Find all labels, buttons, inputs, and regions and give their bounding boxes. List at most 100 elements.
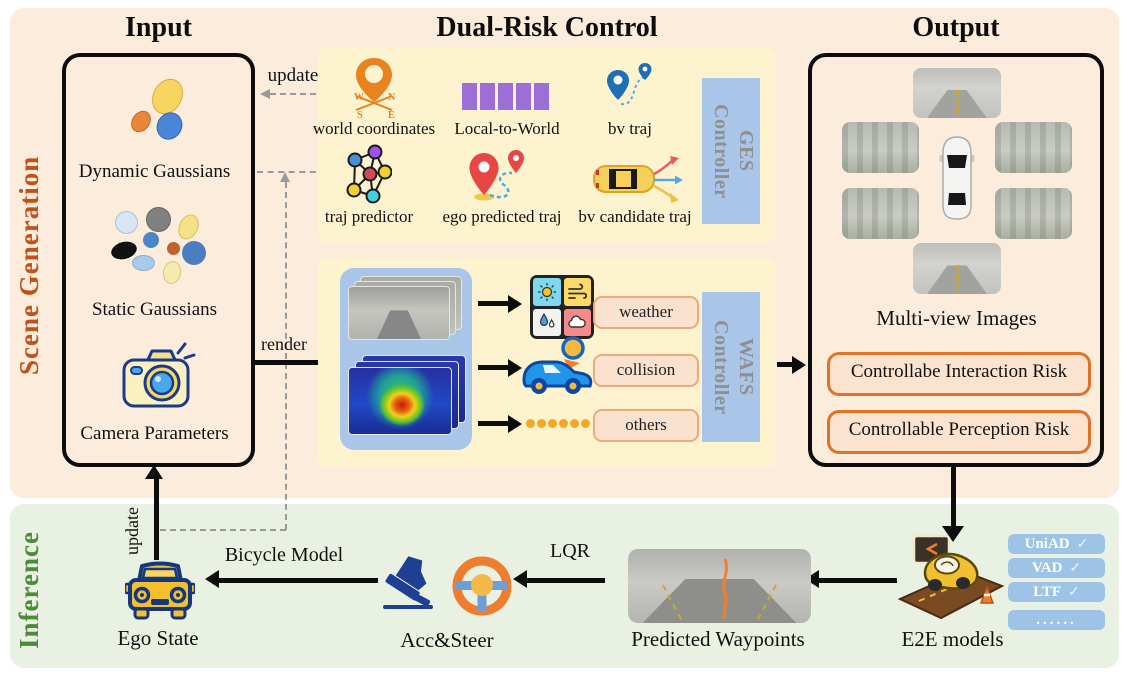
check-icon: ✓: [1076, 536, 1089, 552]
static-gaussians-label: Static Gaussians: [91, 299, 218, 320]
others-dots-icon: [526, 419, 590, 428]
static-gaussian-blob: [143, 232, 159, 248]
camera-parameters-label: Camera Parameters: [80, 423, 229, 444]
output-header: Output: [912, 12, 1000, 43]
badge-label: VAD: [1031, 559, 1063, 576]
arrow-head-left: [513, 570, 527, 588]
badge-label: UniAD: [1024, 535, 1070, 552]
dashed-arrow-worldcoords-to-input: [270, 93, 346, 95]
collision-tag: collision: [593, 354, 699, 387]
arrow-head-left: [205, 570, 219, 588]
lqr-arrow: [527, 578, 605, 583]
local-to-world-icon: [462, 83, 549, 110]
bicycle-model-label: Bicycle Model: [224, 544, 344, 566]
acc-pedal-icon: [383, 556, 433, 609]
purple-block: [462, 83, 477, 110]
e2e-models-icon: [897, 534, 1005, 620]
render-arrow: [253, 360, 326, 365]
arrow-head-right: [508, 415, 522, 433]
multiview-images-label: Multi-view Images: [876, 306, 1037, 330]
dashed-line-egostate-up: [285, 182, 287, 530]
rain-icon: [533, 308, 561, 336]
purple-block: [480, 83, 495, 110]
dynamic-gaussians-label: Dynamic Gaussians: [78, 161, 231, 182]
interaction-risk-box: Controllabe Interaction Risk: [827, 352, 1091, 396]
predicted-waypoints-label: Predicted Waypoints: [631, 627, 805, 651]
perception-risk-box: Controllable Perception Risk: [827, 410, 1091, 454]
multiview-back-left-image: [842, 188, 919, 239]
static-gaussian-blob: [146, 207, 171, 232]
steering-wheel-icon: [452, 556, 512, 616]
wafs-to-output-arrow: [777, 362, 792, 367]
world-coordinates-icon: W N S E: [354, 58, 396, 121]
render-label: render: [261, 334, 307, 354]
dot: [570, 419, 579, 428]
multiview-front-image: [913, 68, 1001, 118]
heatmap-image: [348, 367, 452, 435]
purple-block: [534, 83, 549, 110]
traj-predictor-icon: [346, 144, 392, 204]
ges-controller: GES Controller: [702, 78, 760, 224]
collision-icon: [522, 336, 593, 394]
lqr-label: LQR: [550, 540, 590, 562]
bv-traj-label: bv traj: [608, 119, 652, 138]
badge-label: ......: [1036, 611, 1077, 628]
e2e-to-waypoints-arrow: [819, 578, 897, 583]
multiview-front-right-image: [995, 122, 1072, 173]
bv-traj-icon: [607, 63, 652, 106]
output-box: [808, 53, 1104, 467]
inference-label: Inference: [14, 531, 44, 649]
dashed-head-up: [280, 172, 290, 182]
ges-controller-line2: Controller: [710, 103, 732, 199]
e2e-models-label: E2E models: [901, 627, 1004, 651]
dot: [526, 419, 535, 428]
input-header: Input: [125, 12, 192, 43]
static-gaussian-blob: [115, 211, 138, 234]
multiview-front-left-image: [842, 122, 919, 173]
cloud-icon: [563, 308, 591, 336]
bv-candidate-traj-icon: [593, 156, 683, 203]
ego-predicted-traj-icon: [469, 150, 524, 201]
bicycle-model-arrow: [219, 578, 378, 583]
badge-uniad: UniAD ✓: [1008, 534, 1105, 554]
dashed-head-left: [260, 89, 270, 99]
ges-panel: [318, 48, 776, 243]
static-gaussian-blob: [182, 241, 206, 265]
camera-icon: [122, 342, 196, 408]
update-bottom-label: update: [122, 507, 142, 555]
multiview-back-right-image: [995, 188, 1072, 239]
ego-vehicle-top-icon: [939, 136, 975, 220]
local-to-world-label: Local-to-World: [454, 119, 560, 138]
world-coordinates-label: world coordinates: [312, 119, 436, 138]
predicted-waypoints-image: [628, 549, 811, 623]
static-gaussian-blob: [167, 242, 180, 255]
purple-block: [498, 83, 513, 110]
update-arrow: [154, 479, 159, 560]
dot: [581, 419, 590, 428]
camera-view-image: [348, 286, 450, 340]
badge-ltf: LTF ✓: [1008, 582, 1105, 602]
arrow-head-right: [792, 356, 806, 374]
sun-icon: [533, 278, 561, 306]
ges-controller-line1: GES: [735, 130, 757, 172]
arrow-head-up: [145, 465, 163, 479]
check-icon: ✓: [1068, 584, 1080, 600]
dashed-line-egostate-horizontal: [160, 529, 286, 531]
output-to-e2e-arrow: [951, 466, 956, 526]
others-arrow: [478, 421, 508, 426]
badge-label: LTF: [1033, 583, 1062, 600]
wafs-controller-line2: Controller: [710, 319, 732, 415]
wafs-controller-line1: WAFS: [735, 338, 757, 396]
wind-icon: [563, 278, 591, 306]
compass-w: W: [354, 92, 364, 103]
acc-steer-label: Acc&Steer: [400, 628, 494, 652]
badge-more-models: ......: [1008, 610, 1105, 630]
arrow-head-right: [508, 295, 522, 313]
weather-arrow: [478, 301, 508, 306]
ego-state-icon: [125, 561, 195, 620]
weather-icon: [530, 275, 594, 339]
scene-generation-label: Scene Generation: [14, 155, 44, 375]
bv-candidate-traj-label: bv candidate traj: [578, 207, 692, 226]
dot: [537, 419, 546, 428]
